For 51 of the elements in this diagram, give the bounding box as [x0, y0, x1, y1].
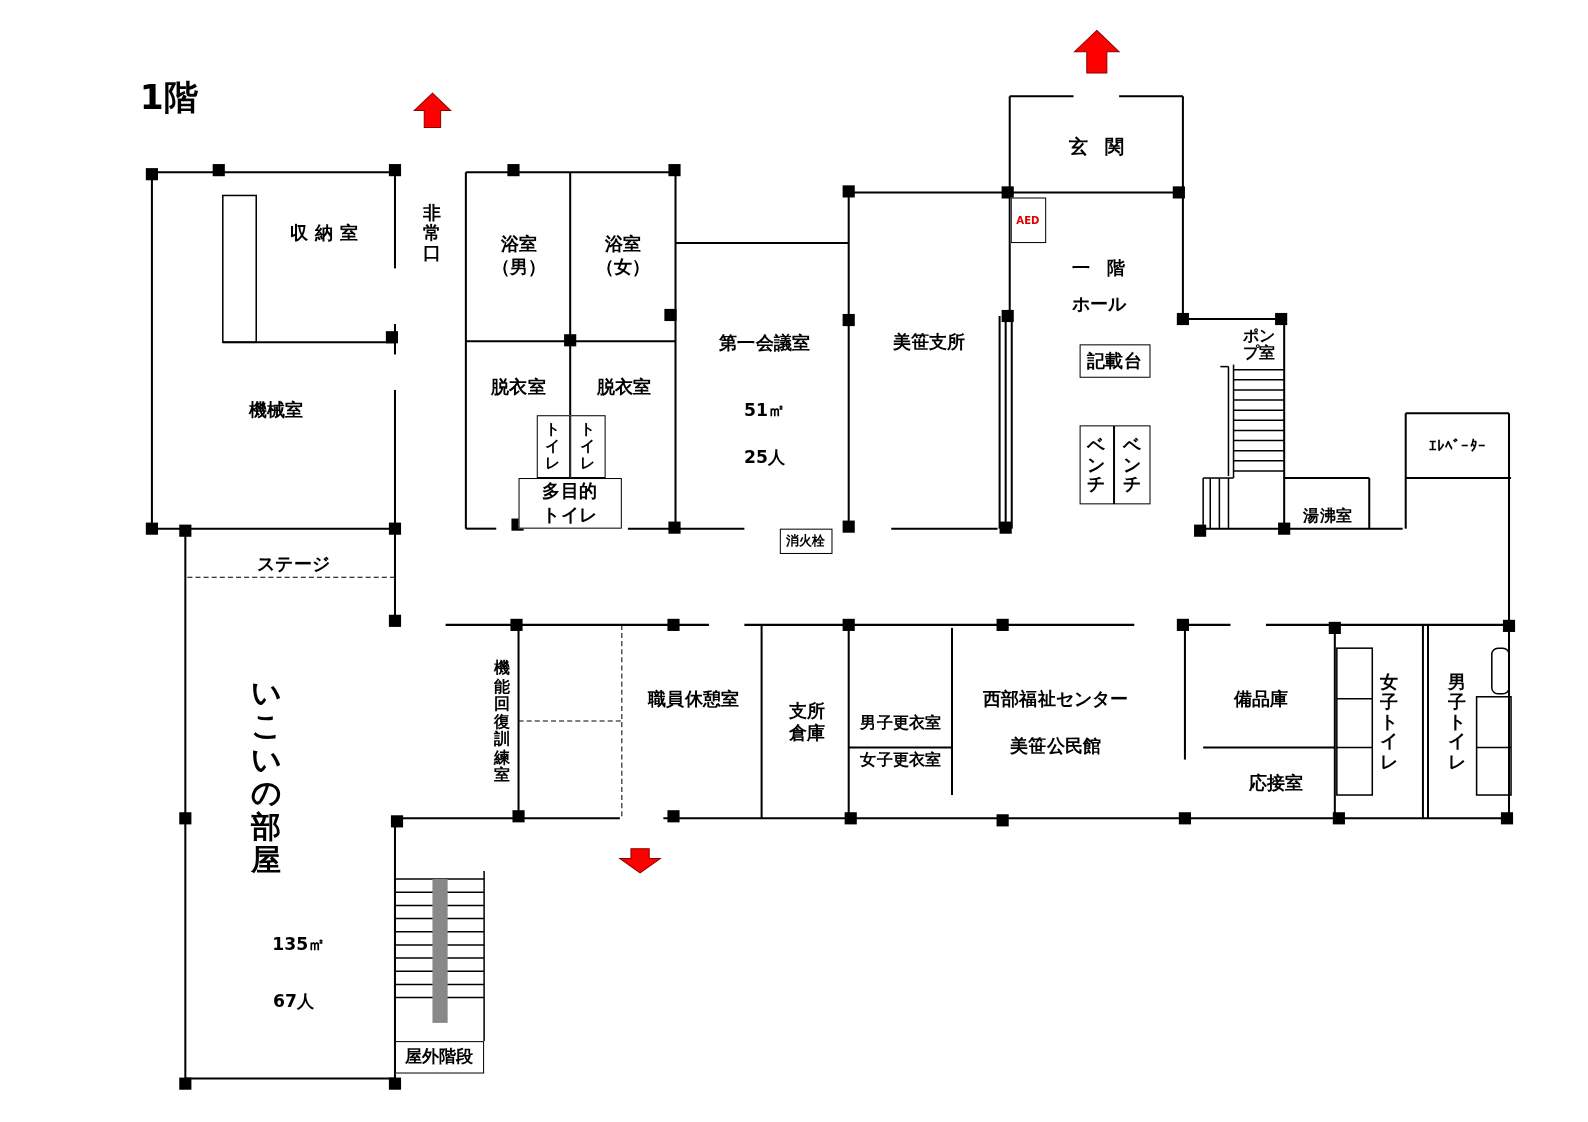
room-label: 一 階	[1071, 256, 1126, 281]
toilet-box	[518, 478, 622, 529]
room-label: 脱衣室	[491, 374, 546, 399]
room-label: 第一会議室	[719, 331, 811, 356]
counter-box	[1079, 344, 1151, 378]
room-label: 脱衣室	[596, 374, 652, 399]
fixture-label: AED	[1016, 214, 1040, 226]
toilet-box	[536, 415, 571, 478]
fixture-label: 消火栓	[785, 531, 826, 550]
room-label: 男子トイレ	[1448, 671, 1467, 772]
room-label: 美笹支所	[892, 330, 966, 355]
fixture-label: トイレ	[579, 421, 595, 472]
room-label: ステージ	[257, 551, 331, 577]
capacity-label: 25人	[744, 445, 786, 469]
room-label: 機械室	[248, 398, 304, 423]
room-label: 女子更衣室	[860, 748, 942, 771]
room-label: ホール	[1071, 291, 1127, 316]
room-label: 浴室（女）	[595, 232, 652, 279]
room-label: 職員休憩室	[648, 686, 740, 711]
aed-box	[1010, 197, 1047, 244]
room-label: 女子トイレ	[1380, 671, 1399, 772]
room-label: いこいの部屋	[251, 675, 282, 877]
toilet-box	[570, 415, 606, 478]
fixture-label: 屋外階段	[404, 1045, 474, 1069]
room-label: 男子更衣室	[860, 712, 942, 734]
room-label: 非常口	[423, 202, 442, 263]
room-label: 玄 関	[1069, 133, 1125, 159]
bench-box	[1114, 425, 1151, 505]
room-label: 応接室	[1248, 770, 1304, 795]
hydrant-box	[779, 528, 833, 554]
room-label: 浴室（男）	[490, 232, 548, 279]
room-label: 機能回復訓練室	[493, 659, 510, 784]
fixture-label: 記載台	[1087, 348, 1142, 373]
fixture-label: 多目的トイレ	[541, 480, 598, 526]
room-label: 湯沸室	[1303, 505, 1353, 527]
floor-title: 1階	[139, 75, 199, 120]
room-label: 収 納 室	[290, 220, 358, 246]
room-label: 美笹公民館	[1010, 734, 1102, 759]
area-label: 135㎡	[272, 932, 326, 956]
room-label: 西部福祉センター	[982, 686, 1129, 711]
stairs-label-box	[395, 1041, 485, 1074]
fixture-label: ベンチ	[1122, 434, 1141, 495]
fixture-label: ベンチ	[1087, 434, 1106, 495]
room-label: 支所倉庫	[787, 700, 827, 744]
room-label: ポンプ室	[1241, 328, 1276, 361]
capacity-label: 67人	[273, 988, 315, 1013]
fixture-label: トイレ	[545, 421, 561, 472]
room-label: 備品庫	[1233, 686, 1289, 711]
bench-box	[1079, 425, 1115, 505]
room-label: ｴﾚﾍﾞｰﾀｰ	[1429, 436, 1486, 455]
area-label: 51㎡	[744, 398, 786, 422]
